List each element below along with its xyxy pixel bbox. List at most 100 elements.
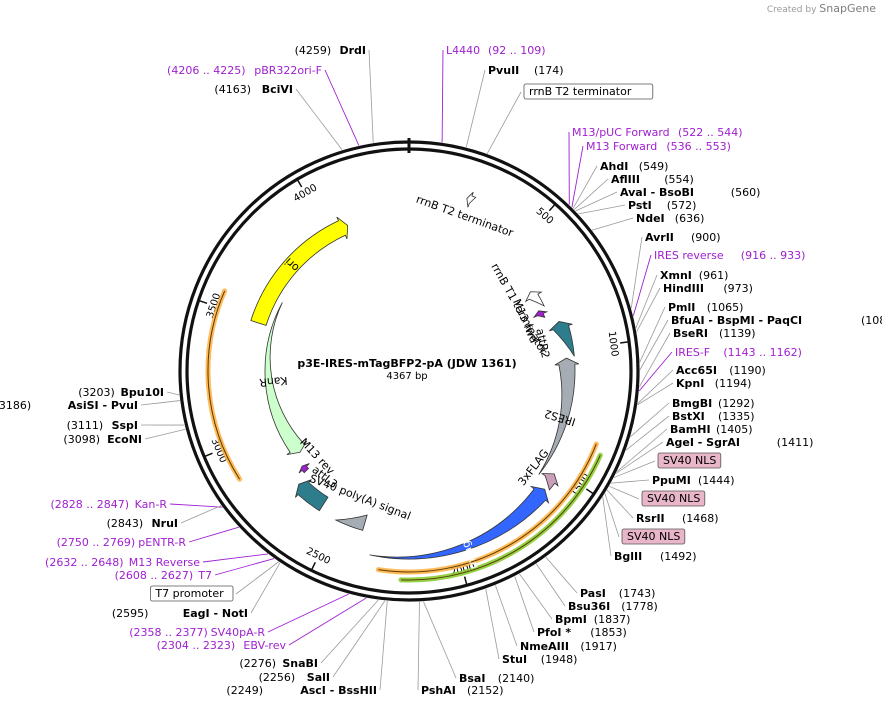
feature-3xflag[interactable] (540, 473, 559, 491)
label-name: NmeAIII (520, 640, 569, 653)
site-label-kpni[interactable]: KpnI(1194) (676, 377, 751, 390)
feature-kanr[interactable] (264, 302, 308, 456)
label-position: (4259) (295, 44, 332, 57)
site-label-m13-forward[interactable]: M13 Forward(536 .. 553) (586, 140, 731, 153)
feature-mtagbfp2[interactable] (369, 485, 550, 560)
feature-label: attR2 (533, 327, 552, 359)
label-name: rrnB T2 terminator (529, 85, 632, 98)
site-label-bfuai-bspmi-paqci[interactable]: BfuAI - BspMI - PaqCI(1088) (671, 314, 882, 327)
leader-line (140, 400, 180, 406)
site-label-bsu36i[interactable]: Bsu36I(1778) (568, 600, 658, 613)
site-label-econi[interactable]: EcoNI(3098) (63, 433, 142, 446)
tick-mark (585, 488, 595, 495)
site-label-pmli[interactable]: PmlI(1065) (668, 301, 743, 314)
site-label-avai-bsobi[interactable]: AvaI - BsoBI(560) (620, 186, 760, 199)
site-label-ahdi[interactable]: AhdI(549) (600, 160, 668, 173)
site-label-sv40-nls[interactable]: SV40 NLS (657, 452, 722, 469)
site-label-t7-promoter[interactable]: T7 promoter (149, 585, 234, 602)
site-label-bseri[interactable]: BseRI(1139) (673, 327, 756, 340)
feature-rrnb-t2-terminator[interactable] (466, 191, 477, 208)
tick-label: 500 (534, 206, 556, 227)
site-label-sv40-nls[interactable]: SV40 NLS (641, 490, 706, 507)
site-label-pfoi-[interactable]: PfoI *(1853) (537, 626, 627, 639)
site-label-m13-puc-forward[interactable]: M13/pUC Forward(522 .. 544) (572, 126, 743, 139)
site-label-xmni[interactable]: XmnI(961) (660, 269, 728, 282)
leader-line (639, 319, 669, 370)
site-label-sspi[interactable]: SspI(3111) (67, 419, 138, 432)
site-label-sv40-nls[interactable]: SV40 NLS (621, 528, 686, 545)
site-label-avrii[interactable]: AvrII(900) (645, 231, 721, 244)
leader-line (610, 479, 650, 484)
label-position: (2140) (498, 672, 535, 685)
site-label-drdi[interactable]: DrdI(4259) (295, 44, 366, 57)
site-label-hindiii[interactable]: HindIII(973) (663, 282, 753, 295)
label-position: (2632 .. 2648) (45, 556, 124, 569)
site-label-ndei[interactable]: NdeI(636) (636, 212, 704, 225)
label-position: (2750 .. 2769) (57, 536, 136, 549)
site-label-bamhi[interactable]: BamHI(1405) (670, 423, 753, 436)
label-name: RsrII (636, 512, 665, 525)
feature-ori[interactable] (250, 216, 349, 326)
site-label-psti[interactable]: PstI(572) (628, 199, 696, 212)
site-label-stui[interactable]: StuI(1948) (502, 653, 577, 666)
site-label-l4440[interactable]: L4440(92 .. 109) (446, 44, 546, 57)
feature-attl3[interactable] (295, 479, 329, 512)
site-label-asci-bsshii[interactable]: AscI - BssHII(2249) (226, 684, 377, 697)
site-label-pvuii[interactable]: PvuII(174) (488, 64, 564, 77)
leader-line (144, 428, 186, 440)
label-name: HindIII (663, 282, 704, 295)
leader-line (591, 217, 634, 231)
label-name: BglII (614, 550, 642, 563)
site-label-snabi[interactable]: SnaBI(2276) (239, 657, 318, 670)
feature-attr2[interactable] (549, 321, 575, 357)
site-label-eagi-noti[interactable]: EagI - NotI(2595) (112, 607, 248, 620)
site-label-bstxi[interactable]: BstXI(1335) (672, 410, 755, 423)
site-label-acc65i[interactable]: Acc65I(1190) (676, 364, 766, 377)
site-label-m13-reverse[interactable]: M13 Reverse(2632 .. 2648) (45, 556, 200, 569)
label-name: PshAI (421, 684, 456, 697)
site-label-agei-sgrai[interactable]: AgeI - SgrAI(1411) (666, 436, 813, 449)
site-label-pasi[interactable]: PasI(1743) (580, 587, 655, 600)
site-label-kan-r[interactable]: Kan-R(2828 .. 2847) (50, 498, 167, 511)
label-name: BfuAI - BspMI - PaqCI (671, 314, 802, 327)
site-label-pbr322ori-f[interactable]: pBR322ori-F(4206 .. 4225) (167, 64, 322, 77)
site-label-bsai[interactable]: BsaI(2140) (459, 672, 534, 685)
label-name: M13 Forward (586, 140, 657, 153)
label-position: (1292) (718, 397, 755, 410)
feature-m13-fwd[interactable] (532, 310, 549, 319)
site-label-ebv-rev[interactable]: EBV-rev(2304 .. 2323) (157, 639, 287, 652)
site-label-sv40pa-r[interactable]: SV40pA-R(2358 .. 2377) (129, 626, 265, 639)
label-name: PmlI (668, 301, 695, 314)
leader-line (571, 145, 584, 208)
site-label-rrnb-t2-terminator[interactable]: rrnB T2 terminator (523, 83, 654, 100)
feature-ires2[interactable] (538, 357, 580, 475)
site-label-pshai[interactable]: PshAI(2152) (421, 684, 504, 697)
leader-line (486, 91, 522, 154)
site-label-bpu10i[interactable]: Bpu10I(3203) (78, 386, 164, 399)
leader-line (637, 382, 674, 406)
outer-arc-core (401, 455, 601, 581)
site-label-nmeaiii[interactable]: NmeAIII(1917) (520, 640, 617, 653)
site-label-ppumi[interactable]: PpuMI(1444) (652, 474, 735, 487)
tick-mark (463, 576, 468, 586)
site-label-afliii[interactable]: AflIII(554) (611, 173, 694, 186)
site-label-bcivi[interactable]: BciVI(4163) (214, 83, 293, 96)
label-name: SV40 NLS (663, 454, 716, 467)
site-label-t7[interactable]: T7(2608 .. 2627) (115, 569, 212, 582)
site-label-rsrii[interactable]: RsrII(1468) (636, 512, 719, 525)
site-label-bglii[interactable]: BglII(1492) (614, 550, 697, 563)
site-label-ires-f[interactable]: IRES-F(1143 .. 1162) (675, 346, 802, 359)
leader-line (202, 553, 269, 563)
site-label-sali[interactable]: SalI(2256) (259, 671, 330, 684)
feature-m13-rev[interactable] (298, 463, 310, 474)
site-label-ires-reverse[interactable]: IRES reverse(916 .. 933) (654, 249, 805, 262)
feature-rrnb-t1-terminator[interactable] (524, 291, 546, 307)
leader-line (613, 460, 656, 478)
site-label-bpmi[interactable]: BpmI(1837) (555, 613, 630, 626)
site-label-asisi-pvui[interactable]: AsiSI - PvuI(3186) (0, 399, 138, 412)
site-label-nrui[interactable]: NruI(2843) (107, 517, 178, 530)
site-label-bmgbi[interactable]: BmgBI(1292) (672, 397, 755, 410)
feature-sv40-poly-a-signal[interactable] (334, 514, 368, 531)
leader-line (214, 558, 275, 576)
site-label-pentr-r[interactable]: pENTR-R(2750 .. 2769) (57, 536, 187, 549)
